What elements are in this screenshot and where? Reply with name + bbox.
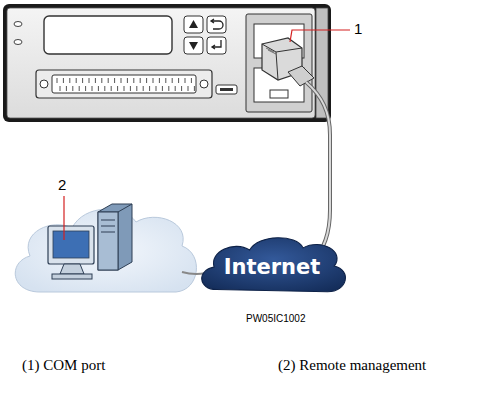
legend-item: (2) Remote management (278, 357, 426, 374)
callout-number: 2 (58, 176, 66, 193)
internet-cloud: Internet (194, 234, 350, 296)
leader-line (63, 196, 64, 240)
pc-icon (48, 204, 132, 279)
network-cable (306, 82, 330, 262)
leader-line (290, 30, 350, 42)
legend-item: (1) COM port (22, 357, 105, 374)
figure-id: PW05IC1002 (246, 313, 305, 324)
cloud-outline (202, 238, 346, 292)
network-cloud (15, 209, 196, 292)
cloud-label: Internet (224, 255, 321, 279)
callout-number: 1 (354, 20, 362, 37)
network-cable (306, 82, 330, 262)
device-panel (3, 4, 331, 122)
